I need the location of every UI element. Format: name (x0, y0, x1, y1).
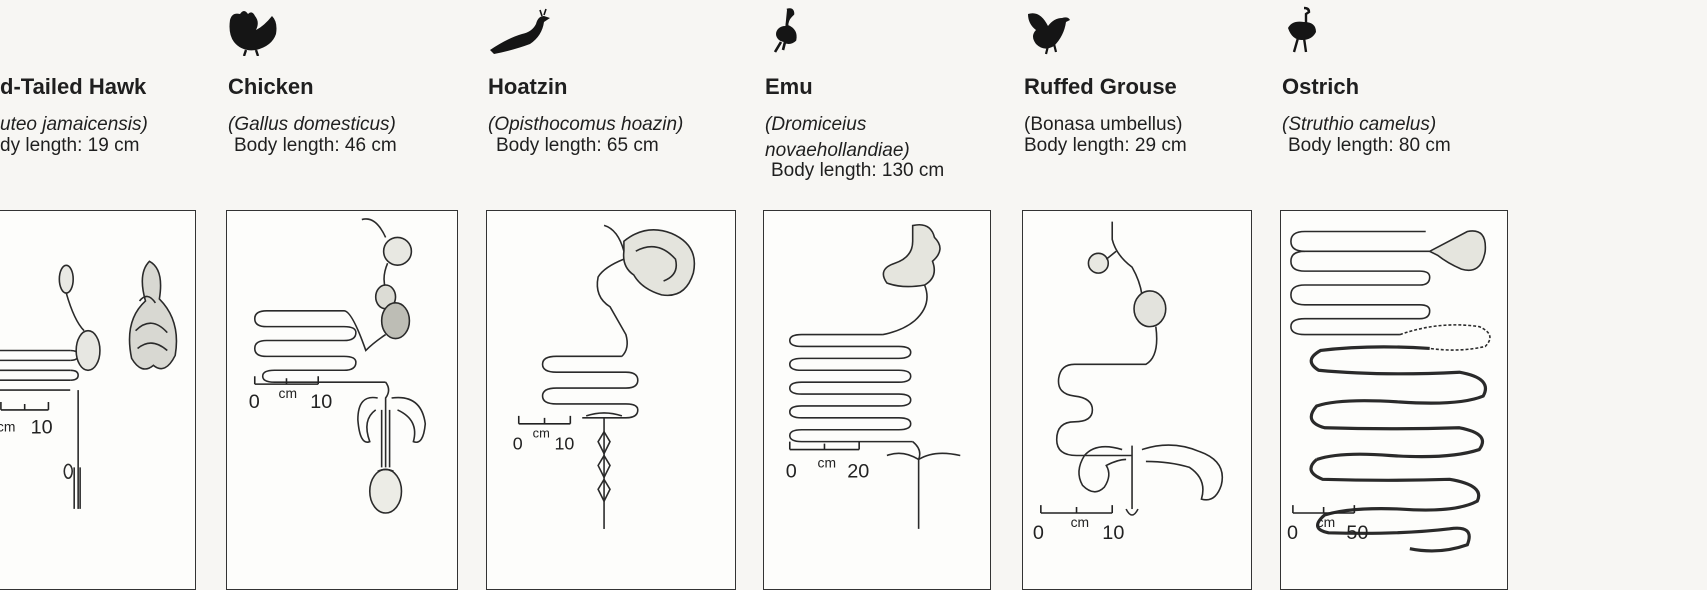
scale-zero: 0 (249, 391, 260, 413)
scale-bar: 0 cm 10 (513, 416, 575, 454)
bird-hoatzin: Hoatzin (Opisthocomus hoazin) Body lengt… (488, 0, 758, 576)
scale-zero: 0 (513, 434, 523, 454)
digestive-tract-drawing: 0 cm 20 (764, 211, 990, 589)
digestive-tract-panel: 0 cm 10 (1022, 210, 1252, 590)
bird-name: Chicken (228, 74, 314, 100)
scale-unit: cm (1071, 514, 1089, 530)
scale-bar: cm 10 (0, 402, 53, 439)
bird-body-length: Body length: 29 cm (1024, 135, 1187, 157)
bird-body-length: Body length: 80 cm (1288, 135, 1451, 157)
scale-unit: cm (0, 419, 15, 435)
bird-ruffed-grouse: Ruffed Grouse (Bonasa umbellus) Body len… (1024, 0, 1294, 576)
scale-zero: 0 (1287, 522, 1298, 544)
bird-body-length: Body length: 130 cm (771, 160, 944, 182)
scale-unit: cm (818, 454, 836, 470)
scale-unit: cm (533, 426, 550, 441)
scientific-name-line-2: novaehollandiae) (765, 140, 910, 161)
digestive-tract-panel: 0 cm 20 (763, 210, 991, 590)
ostrich-silhouette-icon (1282, 6, 1322, 56)
bird-body-length: dy length: 19 cm (0, 135, 139, 157)
scale-max: 20 (847, 460, 869, 482)
scale-max: 10 (31, 417, 53, 439)
digestive-tract-panel: cm 10 (0, 210, 196, 590)
scale-max: 10 (310, 391, 332, 413)
digestive-tract-drawing: 0 cm 10 (487, 211, 735, 589)
scale-unit: cm (279, 385, 297, 401)
scale-max: 50 (1346, 522, 1368, 544)
bird-name: Ruffed Grouse (1024, 74, 1177, 100)
digestive-tract-drawing: 0 cm 50 (1281, 211, 1507, 589)
scale-unit: cm (1317, 514, 1335, 530)
scientific-name-line-1: (Dromiceius (765, 114, 866, 135)
bird-chicken: Chicken (Gallus domesticus) Body length:… (228, 0, 498, 576)
bird-name: Hoatzin (488, 74, 567, 100)
scale-zero: 0 (1033, 522, 1044, 544)
bird-scientific-name: (Dromiceius novaehollandiae) (765, 112, 910, 164)
scale-bar: 0 cm 10 (1033, 505, 1124, 544)
bird-body-length: Body length: 46 cm (234, 135, 397, 157)
emu-silhouette-icon (765, 6, 805, 56)
scale-max: 10 (1102, 522, 1124, 544)
chicken-silhouette-icon (222, 6, 282, 56)
bird-emu: Emu (Dromiceius novaehollandiae) Body le… (765, 0, 1035, 576)
bird-body-length: Body length: 65 cm (496, 135, 659, 157)
grouse-silhouette-icon (1024, 6, 1074, 56)
digestive-tract-drawing: 0 cm 10 (1023, 211, 1251, 589)
bird-name: d-Tailed Hawk (0, 74, 146, 100)
digestive-tract-drawing: cm 10 (0, 211, 195, 589)
hoatzin-silhouette-icon (488, 6, 552, 56)
bird-ostrich: Ostrich (Struthio camelus) Body length: … (1282, 0, 1552, 576)
digestive-tract-panel: 0 cm 50 (1280, 210, 1508, 590)
digestive-tract-panel: 0 cm 10 (486, 210, 736, 590)
scale-max: 10 (554, 434, 574, 454)
scale-bar: 0 cm 20 (786, 442, 870, 483)
digestive-tract-panel: 0 cm 10 (226, 210, 458, 590)
bird-name: Ostrich (1282, 74, 1359, 100)
digestive-tract-drawing: 0 cm 10 (227, 211, 457, 589)
scale-zero: 0 (786, 460, 797, 482)
bird-name: Emu (765, 74, 813, 100)
